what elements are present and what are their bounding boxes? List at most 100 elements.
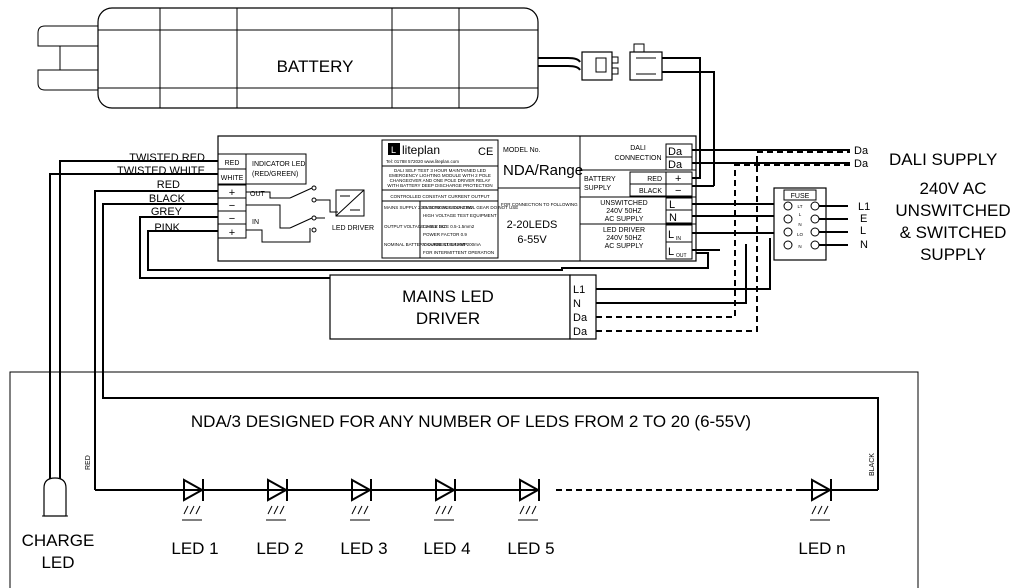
driver-n-wire: [596, 244, 747, 304]
panel-heading: NDA/3 DESIGNED FOR ANY NUMBER OF LEDS FR…: [191, 412, 751, 431]
led-2-label: LED 2: [256, 539, 303, 558]
wire-label-grey: GREY: [151, 206, 183, 218]
supply-terminal-l: L: [860, 225, 866, 237]
indicator-led-colours: (RED/GREEN): [252, 171, 298, 178]
connection-note: FOR CONNECTION TO FOLLOWING: [501, 202, 578, 207]
module-wires: [49, 160, 879, 490]
svg-text:N: N: [798, 222, 801, 227]
unswitched-l: L: [669, 199, 675, 211]
svg-text:240V 50HZ: 240V 50HZ: [606, 208, 642, 215]
svg-text:HIGH VOLTAGE TEST EQUIPMENT: HIGH VOLTAGE TEST EQUIPMENT: [423, 213, 497, 218]
voltage-range: 6-55V: [517, 234, 547, 246]
led-n: [810, 478, 833, 521]
driver-l-in: L: [668, 229, 674, 241]
panel-red-label: RED: [85, 455, 92, 470]
fuse-label: FUSE: [791, 193, 810, 200]
wire-label-pink: PINK: [154, 222, 180, 234]
svg-text:N: N: [798, 244, 801, 249]
svg-text:LO: LO: [797, 232, 804, 237]
battery-red-wire: [662, 57, 701, 160]
model-no-label: MODEL No.: [503, 147, 541, 154]
fuse-block: FUSE LT L N LO N: [773, 187, 848, 261]
wire-label-black: BLACK: [149, 193, 186, 205]
dali-da-2: Da: [668, 159, 683, 171]
led-1-label: LED 1: [171, 539, 218, 558]
svg-text:EMERGENCY LIGHTING MODULE WITH: EMERGENCY LIGHTING MODULE WITH 2 POLE: [389, 173, 491, 178]
supply-terminal-e: E: [860, 213, 867, 225]
leds-range: 2-20LEDS: [507, 219, 558, 231]
driver-da1-dashed: [596, 164, 850, 318]
svg-text:SUPPLY: SUPPLY: [584, 185, 611, 192]
mains-led-driver: MAINS LED DRIVER L1 N Da Da: [329, 274, 597, 340]
svg-text:CONNECTION: CONNECTION: [614, 155, 661, 162]
svg-text:LT: LT: [798, 204, 803, 209]
svg-text:OUT: OUT: [676, 253, 687, 259]
brand-contact: Tel: 01788 572020 www.liteplan.com: [386, 159, 459, 164]
battery-label: BATTERY: [277, 57, 354, 76]
wire-label-red: RED: [157, 179, 180, 191]
led-2: [266, 478, 289, 521]
battery-supply-label: BATTERY: [584, 176, 616, 183]
svg-text:FOR INTERMITTENT OPERATION: FOR INTERMITTENT OPERATION: [423, 250, 494, 255]
charge-led: [42, 477, 68, 517]
indicator-red-label: RED: [225, 160, 240, 167]
dali-supply-da-1: Da: [854, 145, 869, 157]
svg-text:UNSWITCHED: UNSWITCHED: [600, 200, 647, 207]
battery: BATTERY: [37, 7, 539, 109]
mains-driver-l1: L1: [573, 284, 585, 296]
led-string: [182, 478, 833, 521]
led-3: [350, 478, 373, 521]
emergency-module: RED WHITE INDICATOR LED (RED/GREEN) + − …: [217, 135, 697, 262]
battery-plus: +: [675, 173, 681, 185]
ce-mark: CE: [478, 146, 493, 158]
indicator-led-label: INDICATOR LED: [252, 161, 305, 168]
output-heading: CONTROLLED CONSTANT CURRENT OUTPUT: [390, 194, 490, 199]
svg-text:CHANGEOVER AND ONE POLE DRIVER: CHANGEOVER AND ONE POLE DRIVER RELAY: [390, 178, 491, 183]
led-3-label: LED 3: [340, 539, 387, 558]
svg-text:AC SUPPLY: AC SUPPLY: [605, 243, 644, 250]
svg-text:DALI SELF TEST 3 HOUR MAINTAIN: DALI SELF TEST 3 HOUR MAINTAINED LED: [394, 168, 487, 173]
supply-text-1: 240V AC: [919, 179, 986, 198]
battery-black-wire: [662, 71, 715, 186]
led-1: [182, 478, 205, 521]
mains-driver-line1: MAINS LED: [402, 287, 494, 306]
supply-terminal-l1: L1: [858, 201, 870, 213]
led-4-label: LED 4: [423, 539, 470, 558]
svg-text:MAINS SUPPLY 230V 50HZ AC 50mA: MAINS SUPPLY 230V 50HZ AC 50mA 1.8W: [384, 205, 473, 210]
driver-l-out: L: [668, 246, 674, 258]
svg-text:240V 50HZ: 240V 50HZ: [606, 235, 642, 242]
dali-supply-label: DALI SUPPLY: [889, 150, 997, 169]
out-label: OUT: [250, 191, 266, 198]
svg-text:CABLE SIZE 0.5-1.5mm2: CABLE SIZE 0.5-1.5mm2: [423, 224, 475, 229]
led-driver-symbol-label: LED DRIVER: [332, 225, 374, 232]
dali-da-1: Da: [668, 146, 683, 158]
battery-red-label: RED: [647, 176, 662, 183]
svg-text:IN: IN: [676, 236, 681, 242]
module-wire-labels: TWISTED RED TWISTED WHITE RED BLACK GREY…: [117, 152, 205, 234]
terminal-plus-out: +: [229, 187, 235, 199]
led-n-label: LED n: [798, 539, 845, 558]
led-panel: NDA/3 DESIGNED FOR ANY NUMBER OF LEDS FR…: [9, 371, 919, 588]
dali-supply-da-2: Da: [854, 158, 869, 170]
driver-l1-wire: [596, 238, 771, 290]
svg-text:WITH BATTERY DEEP DISCHARGE PR: WITH BATTERY DEEP DISCHARGE PROTECTION: [387, 183, 492, 188]
dali-connection-label: DALI: [630, 145, 646, 152]
driver-da2-dashed: [596, 151, 850, 332]
indicator-white-label: WHITE: [221, 175, 244, 182]
svg-text:OUTPUT VOLTAGE 6-55V DC: OUTPUT VOLTAGE 6-55V DC: [384, 224, 446, 229]
terminal-plus-in: +: [229, 227, 235, 239]
battery-minus: −: [675, 185, 681, 197]
in-label: IN: [252, 219, 259, 226]
mains-driver-line2: DRIVER: [416, 309, 480, 328]
battery-connector: [538, 43, 663, 81]
supply-text-4: SUPPLY: [920, 245, 986, 264]
terminal-minus-out: −: [229, 200, 235, 212]
panel-black-label: BLACK: [869, 453, 876, 476]
svg-text:ELECTRONIC CONTROL GEAR DO NOT: ELECTRONIC CONTROL GEAR DO NOT USE: [423, 205, 518, 210]
supply-text-3: & SWITCHED: [900, 223, 1007, 242]
brand-logo: liteplan: [402, 143, 440, 157]
svg-text:AC SUPPLY: AC SUPPLY: [605, 216, 644, 223]
charge-led-label-2: LED: [41, 553, 74, 572]
unswitched-n: N: [669, 212, 677, 224]
